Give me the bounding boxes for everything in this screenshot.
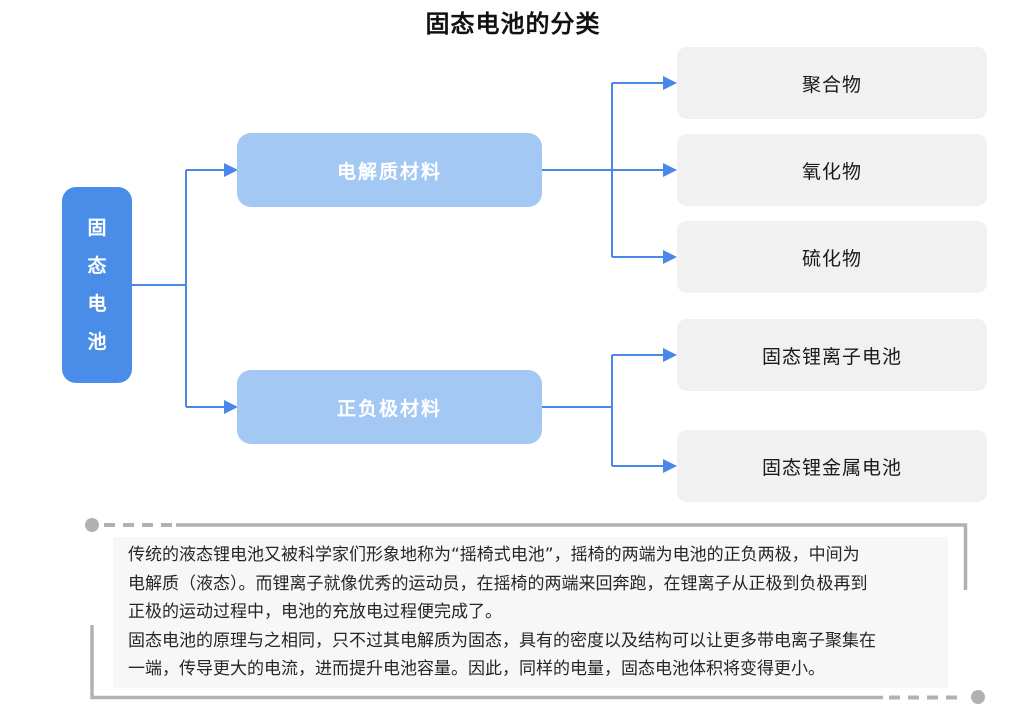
leaf-node-label: 氧化物 bbox=[801, 160, 862, 183]
bracket-dot-bottom-right-icon bbox=[971, 690, 985, 704]
arrow-branch1-icon bbox=[224, 163, 238, 177]
branch-node-electrolyte-materials: 电解质材料 bbox=[237, 133, 542, 207]
branch-node-label: 电解质材料 bbox=[336, 160, 442, 183]
leaf-node-sulfide: 硫化物 bbox=[677, 221, 987, 293]
arrow-leaf2-icon bbox=[663, 163, 677, 177]
arrow-leaf4-icon bbox=[663, 348, 677, 362]
arrow-branch2-icon bbox=[224, 400, 238, 414]
root-node-solid-state-battery: 固态电池 bbox=[62, 187, 132, 383]
leaf-node-solid-state-li-ion-battery: 固态锂离子电池 bbox=[677, 319, 987, 391]
bracket-dot-top-left-icon bbox=[85, 518, 99, 532]
branch-node-electrode-materials: 正负极材料 bbox=[237, 370, 542, 444]
arrow-leaf5-icon bbox=[663, 459, 677, 473]
page-title: 固态电池的分类 bbox=[425, 10, 601, 38]
leaf-node-label: 固态锂金属电池 bbox=[761, 456, 902, 479]
note-line: 电解质（液态）。而锂离子就像优秀的运动员，在摇椅的两端来回奔跑，在锂离子从正极到… bbox=[128, 573, 868, 594]
root-node-label: 固态电池 bbox=[87, 217, 107, 353]
note-line: 固态电池的原理与之相同，只不过其电解质为固态，具有的密度以及结构可以让更多带电离… bbox=[128, 630, 876, 651]
note-line: 一端，传导更大的电流，进而提升电池容量。因此，同样的电量，固态电池体积将变得更小… bbox=[128, 659, 825, 680]
note-panel: 传统的液态锂电池又被科学家们形象地称为“摇椅式电池”，摇椅的两端为电池的正负两极… bbox=[113, 537, 948, 688]
leaf-node-label: 硫化物 bbox=[801, 247, 862, 270]
arrow-leaf3-icon bbox=[663, 250, 677, 264]
arrow-leaf1-icon bbox=[663, 76, 677, 90]
leaf-node-solid-state-li-metal-battery: 固态锂金属电池 bbox=[677, 430, 987, 502]
branch-node-label: 正负极材料 bbox=[336, 397, 442, 420]
leaf-node-oxide: 氧化物 bbox=[677, 134, 987, 206]
note-line: 正极的运动过程中，电池的充放电过程便完成了。 bbox=[128, 602, 502, 623]
note-line: 传统的液态锂电池又被科学家们形象地称为“摇椅式电池”，摇椅的两端为电池的正负两极… bbox=[128, 545, 860, 565]
leaf-node-polymer: 聚合物 bbox=[677, 47, 987, 119]
leaf-node-label: 固态锂离子电池 bbox=[761, 345, 902, 368]
leaf-node-label: 聚合物 bbox=[801, 73, 862, 96]
